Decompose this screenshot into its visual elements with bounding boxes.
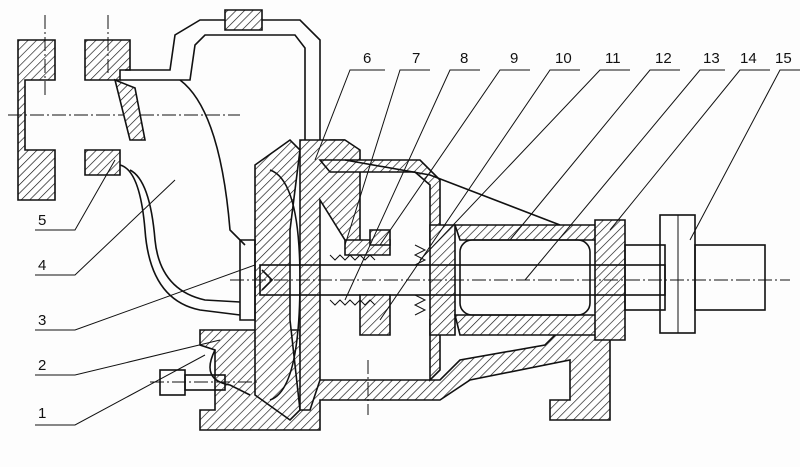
bearing-bracket <box>318 159 626 382</box>
callout-5: 5 <box>38 212 46 229</box>
callout-2: 2 <box>38 357 46 374</box>
check-valve-flap <box>113 78 146 141</box>
pump-casing <box>119 9 611 431</box>
callout-13: 13 <box>703 50 720 67</box>
callout-3: 3 <box>38 312 46 329</box>
leader-lines <box>35 69 800 426</box>
callout-11: 11 <box>605 50 621 67</box>
callout-7: 7 <box>412 50 420 67</box>
coupling <box>624 214 766 334</box>
callout-1: 1 <box>38 405 46 422</box>
callout-12: 12 <box>655 50 672 67</box>
callout-8: 8 <box>460 50 468 67</box>
inlet-flange <box>8 15 240 201</box>
callout-14: 14 <box>740 50 757 67</box>
callout-9: 9 <box>510 50 518 67</box>
callout-6: 6 <box>363 50 371 67</box>
drain-bolt <box>150 360 369 415</box>
shaft <box>230 229 790 336</box>
callout-10: 10 <box>555 50 572 67</box>
callout-15: 15 <box>775 50 792 67</box>
callout-4: 4 <box>38 257 46 274</box>
